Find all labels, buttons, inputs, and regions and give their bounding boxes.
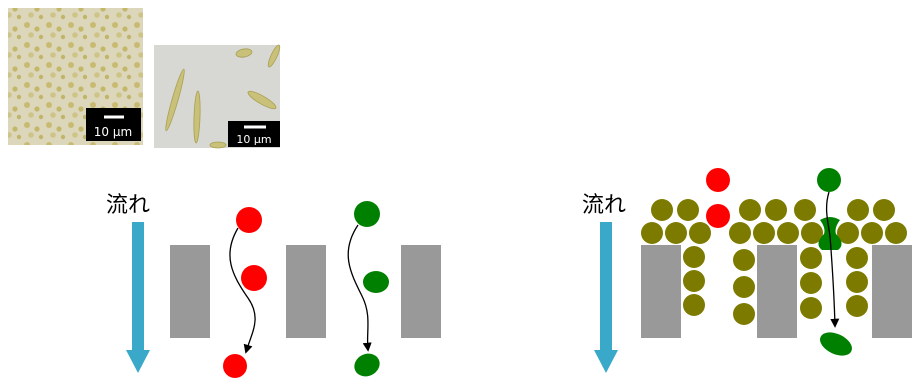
green-particle: [354, 353, 380, 377]
pillar: [872, 245, 912, 338]
micrograph-round-cells: 10 µm: [8, 8, 143, 145]
green-particle: [354, 201, 380, 227]
pillar: [401, 245, 441, 338]
pillar: [757, 245, 797, 338]
green-particle: [363, 271, 389, 293]
olive-cell-layer: [641, 199, 907, 325]
pillar: [170, 245, 210, 338]
pillar: [641, 245, 681, 338]
green-particle: [820, 332, 852, 356]
green-particle-path: [347, 224, 372, 352]
pillar: [286, 245, 326, 338]
scale-bar-right: 10 µm: [228, 121, 280, 147]
right-flow-panel: 流れ: [582, 168, 912, 373]
red-particle-path: [229, 227, 256, 354]
red-particle: [236, 207, 262, 233]
green-particle-path: [825, 191, 840, 328]
scale-bar-left: 10 µm: [86, 108, 141, 141]
flow-arrow-left: [126, 222, 150, 373]
flow-label-left: 流れ: [106, 193, 150, 218]
red-particle: [706, 168, 730, 192]
red-particle: [241, 265, 267, 291]
red-particle: [706, 204, 730, 228]
left-flow-panel: 流れ: [106, 193, 441, 378]
scale-label-left: 10 µm: [94, 125, 132, 139]
scale-label-right: 10 µm: [236, 133, 271, 146]
micrograph-elongated-cells: 10 µm: [154, 44, 281, 149]
green-particle: [817, 168, 841, 192]
flow-arrow-right: [594, 222, 618, 373]
flow-label-right: 流れ: [582, 193, 626, 218]
red-particle: [223, 354, 247, 378]
